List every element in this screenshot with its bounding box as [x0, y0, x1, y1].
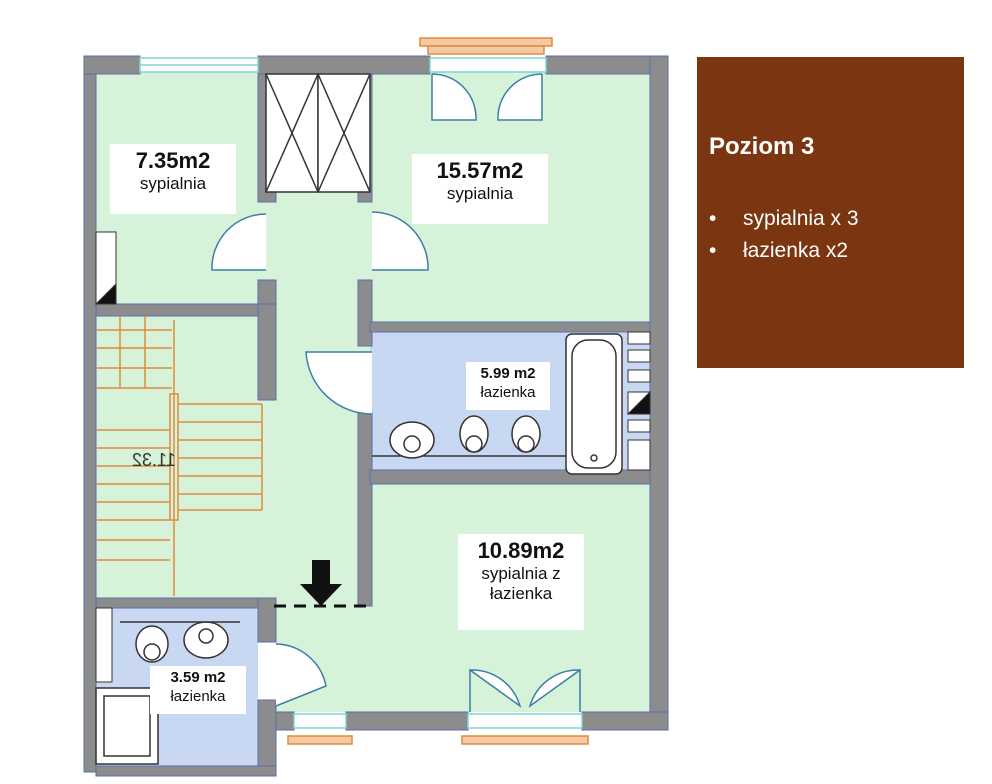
list-item-text: łazienka x2 — [743, 239, 849, 262]
level-title: Poziom 3 — [709, 133, 815, 160]
windows — [139, 57, 583, 729]
list-item: • sypialnia x 3 — [709, 203, 859, 235]
bedroom-3-area: 10.89m2 — [477, 538, 565, 563]
bathroom-1-area: 5.99 m2 — [480, 365, 536, 382]
bathroom-1-label: 5.99 m2 łazienka — [466, 362, 550, 410]
bedroom-3-name-line2: łazienka — [489, 584, 553, 603]
down-arrow-icon — [300, 560, 342, 606]
bathroom-2-name: łazienka — [170, 688, 226, 705]
level-info-panel: Poziom 3 • sypialnia x 3 • łazienka x2 — [697, 57, 964, 368]
bedroom-3-label: 10.89m2 sypialnia z łazienka — [458, 534, 584, 630]
bedroom-1-area: 7.35m2 — [135, 148, 211, 173]
bathroom-2-label: 3.59 m2 łazienka — [150, 666, 246, 714]
bedroom-3-name-line1: sypialnia z — [481, 564, 561, 583]
bedroom-2-name: sypialnia — [446, 184, 514, 203]
bathroom-2-fixtures — [95, 621, 240, 765]
room-summary-list: • sypialnia x 3 • łazienka x2 — [709, 203, 859, 267]
bullet-icon: • — [709, 207, 717, 230]
list-item: • łazienka x2 — [709, 235, 859, 267]
stair-floor — [96, 316, 264, 598]
walls — [83, 55, 669, 777]
bathroom-1-fixtures — [372, 415, 566, 459]
bedroom-1-label: 7.35m2 sypialnia — [110, 144, 236, 214]
list-item-text: sypialnia x 3 — [743, 207, 859, 230]
doors — [211, 73, 581, 712]
wardrobe — [265, 73, 371, 193]
bullet-icon: • — [709, 239, 717, 262]
bedroom-2-area: 15.57m2 — [436, 158, 524, 183]
wall-vents-left — [94, 231, 117, 683]
stair-number: 11.32 — [132, 450, 176, 470]
bathtub — [565, 333, 623, 475]
bedroom-2-label: 15.57m2 sypialnia — [412, 154, 548, 224]
bathroom-2-area: 3.59 m2 — [170, 669, 226, 686]
window-sills — [287, 37, 589, 745]
heater-vents — [626, 331, 651, 471]
bathroom-1-name: łazienka — [480, 384, 536, 401]
bedroom-1-name: sypialnia — [139, 174, 207, 193]
staircase — [96, 316, 263, 596]
